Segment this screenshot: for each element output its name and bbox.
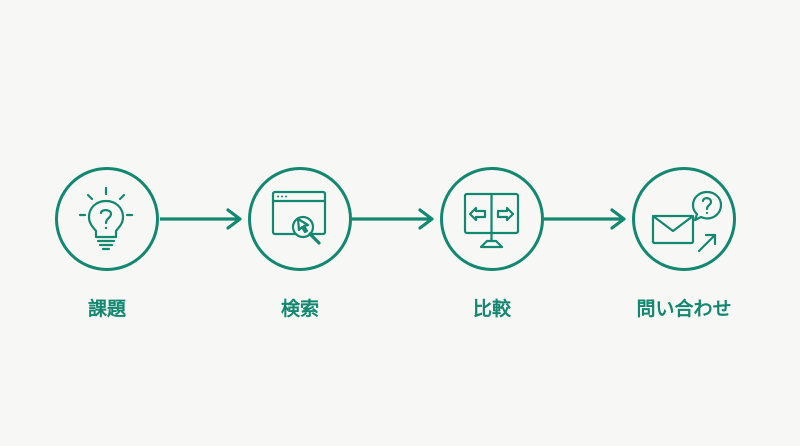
step-2-label: 検索: [280, 298, 319, 320]
lightbulb-question-icon: [78, 186, 134, 251]
mail-inquiry-icon: [651, 190, 723, 253]
flow-arrow-1: [160, 208, 242, 230]
monitor-compare-icon: [463, 192, 520, 249]
step-3-label: 比較: [472, 298, 511, 320]
step-4-circle: [632, 167, 736, 271]
step-3-circle: [440, 167, 544, 271]
flow-arrow-2: [352, 208, 434, 230]
browser-search-icon: [271, 190, 327, 245]
step-2-circle: [248, 167, 352, 271]
flow-arrow-3: [544, 208, 626, 230]
step-1-circle: [55, 167, 159, 271]
step-4-label: 問い合わせ: [636, 298, 732, 320]
step-1-label: 課題: [87, 298, 126, 320]
